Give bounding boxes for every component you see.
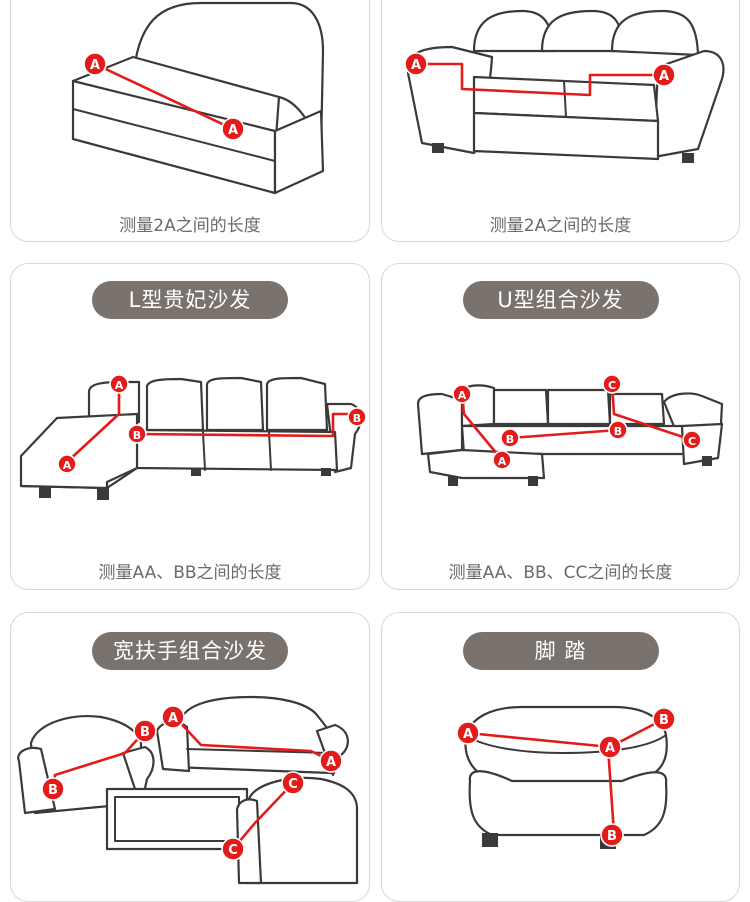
svg-text:A: A — [326, 755, 336, 770]
marker-a-icon: A — [453, 385, 471, 403]
marker-b-icon: B — [653, 708, 675, 730]
svg-text:B: B — [614, 425, 622, 438]
marker-c-icon: C — [282, 772, 304, 794]
marker-a-icon: A — [320, 750, 342, 772]
caption-sofa-basic: 测量2A之间的长度 — [11, 211, 369, 236]
marker-a-icon: A — [110, 375, 128, 393]
marker-b-icon: B — [501, 429, 519, 447]
marker-c-icon: C — [683, 431, 701, 449]
marker-a-icon: A — [84, 53, 106, 75]
svg-text:A: A — [115, 379, 124, 392]
marker-c-icon: C — [222, 838, 244, 860]
svg-text:A: A — [498, 455, 507, 468]
svg-text:B: B — [506, 433, 514, 446]
marker-a-icon: A — [405, 53, 427, 75]
svg-text:B: B — [48, 783, 58, 798]
marker-a-icon: A — [653, 64, 675, 86]
marker-a-icon: A — [493, 451, 511, 469]
svg-text:A: A — [63, 459, 72, 472]
svg-text:A: A — [458, 389, 467, 402]
card-sofa-tufted: A A 测量2A之间的长度 — [381, 0, 740, 242]
svg-text:C: C — [228, 843, 238, 858]
caption-l-shape: 测量AA、BB之间的长度 — [11, 558, 369, 583]
caption-u-shape: 测量AA、BB、CC之间的长度 — [382, 558, 739, 583]
svg-text:B: B — [140, 725, 150, 740]
marker-a-icon: A — [457, 722, 479, 744]
svg-text:C: C — [688, 435, 696, 448]
svg-text:C: C — [608, 379, 616, 392]
svg-text:A: A — [90, 58, 100, 73]
marker-b-icon: B — [128, 425, 146, 443]
svg-text:A: A — [228, 123, 238, 138]
marker-a-icon: A — [162, 706, 184, 728]
marker-b-icon: B — [134, 720, 156, 742]
marker-a-icon: A — [58, 455, 76, 473]
svg-text:A: A — [605, 741, 615, 756]
card-l-shape: L型贵妃沙发 A A B B 测量AA、BB之间的长度 — [10, 263, 370, 590]
marker-b-icon: B — [609, 421, 627, 439]
marker-b-icon: B — [348, 408, 366, 426]
svg-text:A: A — [168, 711, 178, 726]
caption-sofa-tufted: 测量2A之间的长度 — [382, 211, 739, 236]
card-wide-arm: 宽扶手组合沙发 B B A A C C — [10, 612, 370, 902]
card-sofa-basic: A A 测量2A之间的长度 — [10, 0, 370, 242]
card-u-shape: U型组合沙发 A A B B C C 测量AA、BB、CC之间的长度 — [381, 263, 740, 590]
svg-text:B: B — [659, 713, 669, 728]
svg-text:A: A — [463, 727, 473, 742]
marker-c-icon: C — [603, 375, 621, 393]
marker-b-icon: B — [601, 824, 623, 846]
marker-a-icon: A — [222, 118, 244, 140]
svg-text:B: B — [133, 429, 141, 442]
svg-text:B: B — [607, 829, 617, 844]
card-footstool: 脚 踏 A A B B — [381, 612, 740, 902]
marker-a-icon: A — [599, 736, 621, 758]
svg-text:A: A — [411, 58, 421, 73]
svg-text:B: B — [353, 412, 361, 425]
svg-text:A: A — [659, 69, 669, 84]
svg-text:C: C — [288, 777, 298, 792]
marker-b-icon: B — [42, 778, 64, 800]
